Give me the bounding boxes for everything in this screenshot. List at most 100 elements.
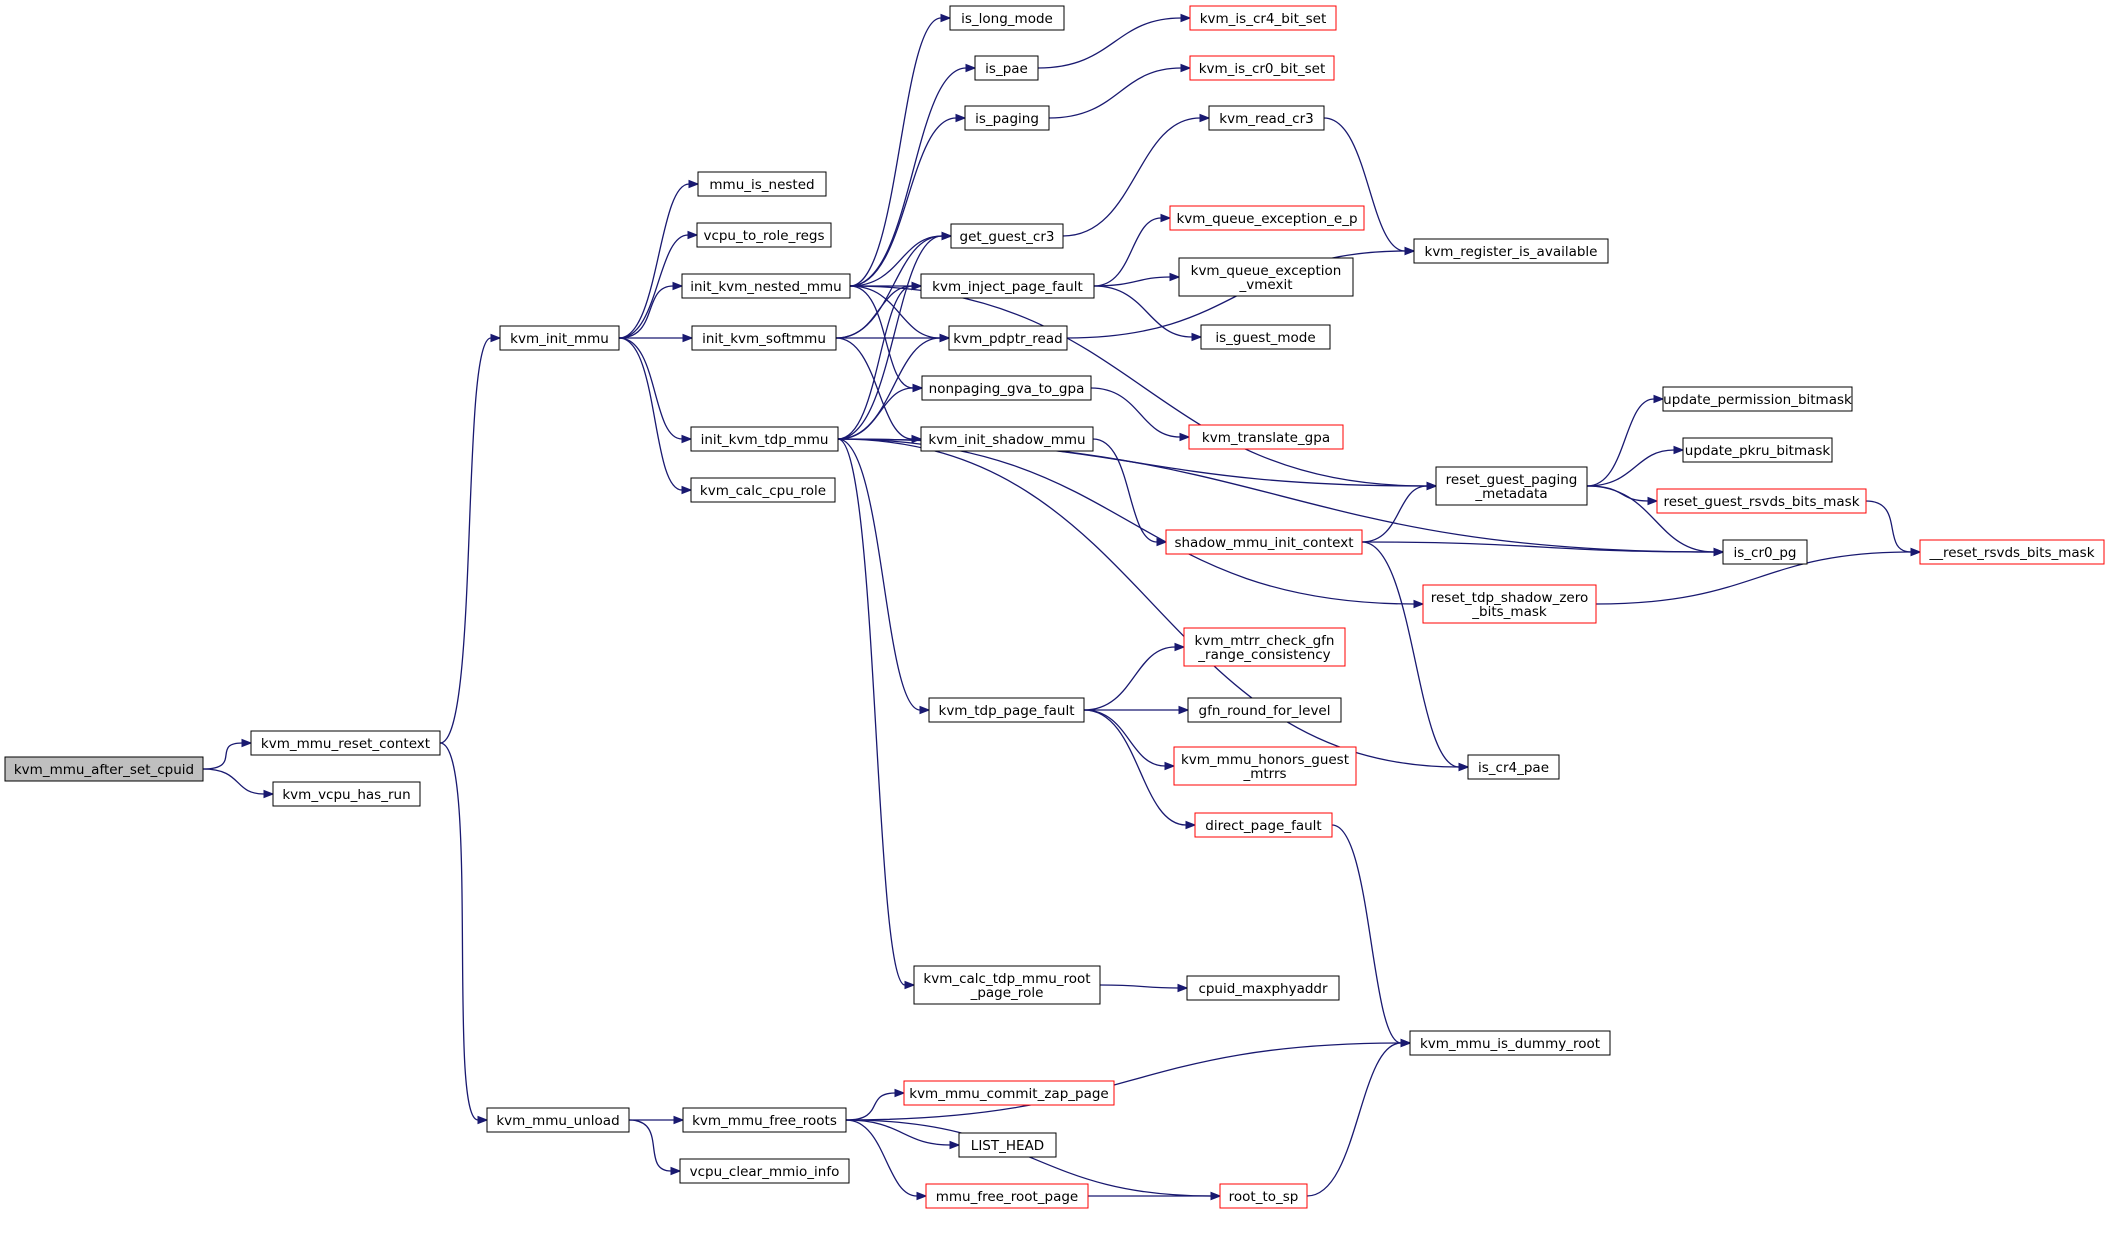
node-kvm-mmu-reset-context[interactable]: kvm_mmu_reset_context	[250, 730, 441, 756]
edge-kvm-init-mmu-to-init-kvm-nested-mmu	[618, 281, 684, 339]
node-kvm-is-cr0-bit-set[interactable]: kvm_is_cr0_bit_set	[1189, 55, 1335, 81]
node-kvm-tdp-page-fault[interactable]: kvm_tdp_page_fault	[928, 697, 1085, 723]
node-mmu-is-nested[interactable]: mmu_is_nested	[697, 171, 827, 197]
edge-kvm-mmu-reset-context-to-kvm-init-mmu	[439, 333, 502, 744]
node-vcpu-clear-mmio-info[interactable]: vcpu_clear_mmio_info	[679, 1158, 850, 1184]
node-is-paging[interactable]: is_paging	[964, 105, 1050, 131]
edge-line	[618, 337, 683, 440]
edge-line	[1099, 984, 1179, 989]
edge-kvm-tdp-page-fault-to-gfn-round-for-level	[1084, 705, 1190, 715]
node-label: kvm_mmu_honors_guest	[1181, 752, 1349, 768]
node-mmu-free-root-page[interactable]: mmu_free_root_page	[925, 1183, 1089, 1209]
node-is-long-mode[interactable]: is_long_mode	[949, 5, 1065, 31]
edge-kvm-read-cr3-to-kvm-register-is-available	[1323, 117, 1416, 256]
arrowhead	[1174, 642, 1186, 652]
node-box	[913, 965, 1101, 1005]
node-list-head[interactable]: LIST_HEAD	[958, 1132, 1057, 1158]
node-kvm-init-shadow-mmu[interactable]: kvm_init_shadow_mmu	[920, 426, 1094, 452]
node-kvm-calc-tdp-mmu-root-page-role[interactable]: kvm_calc_tdp_mmu_root_page_role	[913, 965, 1101, 1005]
edge-is-pae-to-kvm-is-cr4-bit-set	[1037, 13, 1192, 69]
arrowhead	[1400, 1038, 1412, 1048]
node-shadow-mmu-init-context[interactable]: shadow_mmu_init_context	[1165, 529, 1363, 555]
arrowhead	[682, 333, 694, 343]
node-is-guest-mode[interactable]: is_guest_mode	[1200, 324, 1331, 350]
arrowhead	[681, 434, 693, 444]
node-label: update_permission_bitmask	[1663, 392, 1852, 408]
node-update-pkru-bitmask[interactable]: update_pkru_bitmask	[1682, 437, 1833, 463]
edge-shadow-mmu-init-context-to-is-cr0-pg	[1361, 541, 1725, 557]
node-label: nonpaging_gva_to_gpa	[929, 381, 1085, 397]
node-kvm-init-mmu[interactable]: kvm_init_mmu	[499, 325, 620, 351]
node-kvm-vcpu-has-run[interactable]: kvm_vcpu_has_run	[272, 781, 421, 807]
node-init-kvm-tdp-mmu[interactable]: init_kvm_tdp_mmu	[690, 426, 839, 452]
edge-line	[1586, 485, 1715, 553]
edge-kvm-inject-page-fault-to-kvm-queue-exception-e-p	[1093, 213, 1172, 287]
node-kvm-mmu-unload[interactable]: kvm_mmu_unload	[486, 1107, 630, 1133]
edge-line	[1090, 387, 1181, 438]
node-kvm-register-is-available[interactable]: kvm_register_is_available	[1413, 238, 1609, 264]
arrowhead	[687, 230, 699, 240]
node-is-pae[interactable]: is_pae	[974, 55, 1039, 81]
arrowhead	[263, 789, 275, 799]
edge-kvm-tdp-page-fault-to-kvm-mtrr-check-gfn-range-consistency	[1083, 642, 1186, 711]
node-label: _metadata	[1474, 486, 1547, 502]
node-get-guest-cr3[interactable]: get_guest_cr3	[950, 223, 1064, 249]
node-direct-page-fault[interactable]: direct_page_fault	[1194, 812, 1333, 838]
edge-line	[1093, 217, 1162, 287]
node-kvm-inject-page-fault[interactable]: kvm_inject_page_fault	[920, 273, 1095, 299]
node-kvm-calc-cpu-role[interactable]: kvm_calc_cpu_role	[690, 477, 836, 503]
node-kvm-queue-exception-e-p[interactable]: kvm_queue_exception_e_p	[1169, 205, 1365, 231]
edge-reset-guest-paging-metadata-to-is-cr0-pg	[1586, 485, 1725, 557]
node-gfn-round-for-level[interactable]: gfn_round_for_level	[1187, 697, 1342, 723]
edge-line	[1048, 67, 1182, 119]
edge-init-kvm-tdp-mmu-to-kvm-tdp-page-fault	[837, 438, 931, 715]
node-reset-guest-paging-metadata[interactable]: reset_guest_paging_metadata	[1435, 466, 1588, 506]
node-label: is_long_mode	[961, 11, 1053, 27]
node-init-kvm-nested-mmu[interactable]: init_kvm_nested_mmu	[681, 273, 851, 299]
edge-init-kvm-nested-mmu-to-is-pae	[849, 63, 977, 287]
edge-kvm-inject-page-fault-to-kvm-queue-exception-vmexit	[1093, 272, 1181, 287]
node-box	[1187, 697, 1342, 723]
edge-line	[1331, 824, 1402, 1044]
edge-line	[618, 285, 674, 339]
node-kvm-mmu-is-dummy-root[interactable]: kvm_mmu_is_dummy_root	[1409, 1030, 1611, 1056]
node-layer: kvm_mmu_after_set_cpuid kvm_mmu_reset_con…	[4, 5, 2105, 1209]
edge-kvm-tdp-page-fault-to-kvm-mmu-honors-guest-mtrrs	[1083, 709, 1176, 771]
node-init-kvm-softmmu[interactable]: init_kvm_softmmu	[691, 325, 837, 351]
node-kvm-mmu-honors-guest-mtrrs[interactable]: kvm_mmu_honors_guest_mtrrs	[1173, 746, 1357, 786]
edge-shadow-mmu-init-context-to-is-cr4-pae	[1361, 541, 1470, 772]
node-label: kvm_tdp_page_fault	[939, 703, 1075, 719]
node-root-to-sp[interactable]: root_to_sp	[1219, 1183, 1308, 1209]
arrowhead	[1177, 983, 1189, 993]
node-reset-tdp-shadow-zero-bits-mask[interactable]: reset_tdp_shadow_zero_bits_mask	[1422, 584, 1597, 624]
node-label: cpuid_maxphyaddr	[1198, 981, 1328, 997]
node-cpuid-maxphyaddr[interactable]: cpuid_maxphyaddr	[1186, 975, 1340, 1001]
edge-get-guest-cr3-to-kvm-read-cr3	[1062, 113, 1211, 237]
node-box	[948, 325, 1068, 351]
node-kvm-mtrr-check-gfn-range-consistency[interactable]: kvm_mtrr_check_gfn_range_consistency	[1183, 627, 1346, 667]
node-kvm-translate-gpa[interactable]: kvm_translate_gpa	[1188, 424, 1344, 450]
node-nonpaging-gva-to-gpa[interactable]: nonpaging_gva_to_gpa	[921, 375, 1092, 401]
edge-direct-page-fault-to-kvm-mmu-is-dummy-root	[1331, 824, 1412, 1048]
node-reset-rsvds-bits-mask[interactable]: __reset_rsvds_bits_mask	[1919, 539, 2105, 565]
node-vcpu-to-role-regs[interactable]: vcpu_to_role_regs	[696, 222, 832, 248]
node-is-cr0-pg[interactable]: is_cr0_pg	[1722, 539, 1808, 565]
edge-kvm-init-mmu-to-mmu-is-nested	[618, 179, 700, 339]
arrowhead	[688, 179, 700, 189]
node-kvm-mmu-commit-zap-page[interactable]: kvm_mmu_commit_zap_page	[903, 1080, 1115, 1106]
edge-line	[837, 285, 913, 440]
node-kvm-pdptr-read[interactable]: kvm_pdptr_read	[948, 325, 1068, 351]
node-kvm-is-cr4-bit-set[interactable]: kvm_is_cr4_bit_set	[1189, 5, 1337, 31]
node-is-cr4-pae[interactable]: is_cr4_pae	[1467, 754, 1560, 780]
node-kvm-queue-exception-vmexit[interactable]: kvm_queue_exception_vmexit	[1178, 257, 1354, 297]
node-box	[1467, 754, 1560, 780]
node-label: is_cr0_pg	[1734, 545, 1797, 561]
node-kvm-read-cr3[interactable]: kvm_read_cr3	[1208, 105, 1325, 131]
edge-line	[837, 438, 1415, 605]
arrowhead	[940, 13, 952, 23]
node-update-permission-bitmask[interactable]: update_permission_bitmask	[1662, 386, 1853, 412]
node-kvm-mmu-after-set-cpuid[interactable]: kvm_mmu_after_set_cpuid	[4, 756, 204, 782]
node-label: kvm_mmu_commit_zap_page	[909, 1086, 1109, 1102]
node-kvm-mmu-free-roots[interactable]: kvm_mmu_free_roots	[682, 1107, 847, 1133]
node-reset-guest-rsvds-bits-mask[interactable]: reset_guest_rsvds_bits_mask	[1656, 488, 1867, 514]
